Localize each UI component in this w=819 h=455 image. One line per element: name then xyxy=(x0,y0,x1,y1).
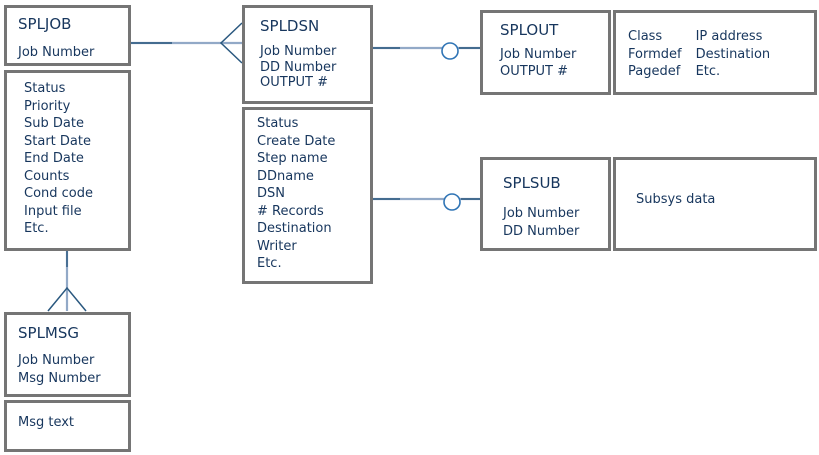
attribute: Status xyxy=(257,116,299,131)
entity-key: Job Number xyxy=(500,47,577,62)
entity-title: SPLMSG xyxy=(18,324,80,342)
attribute: Start Date xyxy=(24,133,91,149)
attribute: Class xyxy=(628,29,663,44)
attribute: Subsys data xyxy=(636,192,716,207)
crow-foot-icon xyxy=(219,22,243,64)
entity-splsub-attributes: Subsys data xyxy=(613,157,817,251)
entity-spljob-header: SPLJOB Job Number xyxy=(4,5,131,66)
attribute: Cond code xyxy=(24,186,94,201)
attribute-columns: Class Formdef Pagedef IP address Destina… xyxy=(628,28,814,81)
connector-spldsn-splout xyxy=(372,42,480,60)
entity-key: Job Number xyxy=(18,353,95,368)
attribute: Step name xyxy=(257,151,328,166)
entity-spldsn-header: SPLDSN Job Number DD Number OUTPUT # xyxy=(242,5,373,104)
connector-spldsn-splsub xyxy=(372,193,480,211)
entity-title: SPLDSN xyxy=(260,17,320,35)
entity-title: SPLOUT xyxy=(500,21,559,39)
attribute: End Date xyxy=(24,151,84,166)
entity-key: DD Number xyxy=(260,59,337,75)
attribute: Etc. xyxy=(24,221,49,236)
entity-title: SPLJOB xyxy=(18,15,72,33)
attribute: Formdef xyxy=(628,46,682,62)
crow-foot-icon xyxy=(47,286,87,312)
attribute: DDname xyxy=(257,168,314,184)
entity-key: OUTPUT # xyxy=(500,64,569,79)
entity-keys: Job Number DD Number xyxy=(503,205,608,240)
entity-keys: Job Number xyxy=(18,45,128,60)
attribute: # Records xyxy=(257,203,324,219)
entity-spldsn-attributes: Status Create Date Step name DDname DSN … xyxy=(242,107,373,284)
entity-key: Job Number xyxy=(503,206,580,221)
entity-key: DD Number xyxy=(503,223,580,239)
attribute: Destination xyxy=(257,221,332,236)
optional-circle-icon xyxy=(443,193,461,211)
entity-keys: Job Number DD Number OUTPUT # xyxy=(260,44,370,91)
attribute: Counts xyxy=(24,168,70,184)
attribute: Destination xyxy=(695,46,771,62)
entity-keys: Job Number Msg Number xyxy=(18,352,128,387)
attribute: IP address xyxy=(695,29,763,44)
connector-spljob-splmsg xyxy=(47,251,87,312)
attribute: Msg text xyxy=(18,415,75,430)
entity-key: Job Number xyxy=(18,45,95,60)
entity-splout-attributes: Class Formdef Pagedef IP address Destina… xyxy=(613,10,817,95)
entity-splmsg-header: SPLMSG Job Number Msg Number xyxy=(4,312,131,397)
attribute-column: IP address Destination Etc. xyxy=(696,28,771,81)
attribute: Sub Date xyxy=(24,116,84,131)
attribute: Writer xyxy=(257,238,297,254)
entity-title: SPLSUB xyxy=(503,174,561,192)
entity-spljob-attributes: Status Priority Sub Date Start Date End … xyxy=(4,70,131,251)
attribute: DSN xyxy=(257,186,285,201)
attribute: Status xyxy=(24,81,66,96)
entity-key: Job Number xyxy=(260,44,337,59)
entity-keys: Job Number OUTPUT # xyxy=(500,46,608,80)
attribute: Pagedef xyxy=(628,64,681,79)
optional-circle-icon xyxy=(441,42,459,60)
entity-splmsg-attributes: Msg text xyxy=(4,400,131,452)
attribute-column: Class Formdef Pagedef xyxy=(628,28,682,81)
entity-key: Msg Number xyxy=(18,370,101,386)
attribute: Etc. xyxy=(257,256,282,271)
attribute: Create Date xyxy=(257,133,336,149)
attribute: Input file xyxy=(24,203,82,219)
entity-splout-header: SPLOUT Job Number OUTPUT # xyxy=(480,10,611,95)
connector-spljob-spldsn xyxy=(131,22,243,64)
entity-splsub-header: SPLSUB Job Number DD Number xyxy=(480,157,611,251)
entity-key: OUTPUT # xyxy=(260,75,329,90)
attribute: Priority xyxy=(24,98,71,114)
attribute: Etc. xyxy=(695,64,721,79)
